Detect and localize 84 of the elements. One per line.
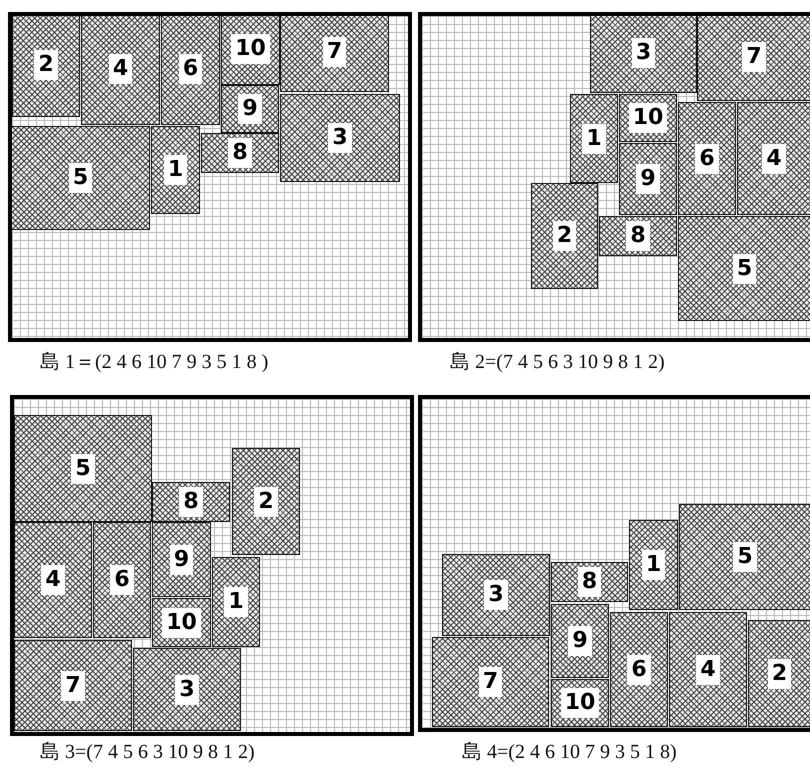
panel-caption: 島 4=(2 4 6 10 7 9 3 5 1 8): [462, 740, 677, 765]
block-number: 2: [768, 658, 792, 688]
hatched-block: [280, 94, 400, 182]
block-number: 6: [627, 654, 651, 684]
block-number: 1: [164, 155, 188, 185]
block-number: 5: [68, 163, 92, 193]
block-number: 10: [560, 688, 600, 718]
hatched-block: [12, 16, 80, 117]
block-number: 10: [628, 103, 668, 133]
block-number: 1: [642, 550, 666, 580]
block-number: 8: [626, 221, 650, 251]
hatched-block: [14, 640, 132, 731]
hatched-block: [432, 637, 549, 727]
block-number: 2: [34, 50, 58, 80]
hatched-block: [14, 415, 152, 522]
hatched-block: [280, 16, 389, 92]
block-number: 8: [228, 138, 252, 168]
hatched-block: [610, 612, 668, 727]
hatched-block: [570, 94, 618, 183]
block-number: 4: [108, 54, 132, 84]
block-number: 5: [733, 542, 757, 572]
hatched-block: [93, 522, 151, 638]
panel-caption: 島 2=(7 4 5 6 3 10 9 8 1 2): [450, 350, 665, 375]
hatched-block: [531, 183, 598, 289]
block-number: 10: [231, 34, 270, 64]
block-number: 3: [632, 38, 656, 68]
panel-caption: 島 3=(7 4 5 6 3 10 9 8 1 2): [40, 740, 255, 765]
block-number: 4: [762, 144, 786, 174]
hatched-block: [221, 85, 279, 133]
block-number: 9: [636, 164, 660, 194]
hatched-block: [161, 16, 220, 125]
block-number: 7: [322, 37, 346, 67]
hatched-block: [669, 612, 747, 727]
block-number: 8: [179, 487, 203, 517]
block-number: 7: [742, 42, 766, 72]
hatched-block: [619, 143, 677, 215]
block-number: 9: [238, 94, 262, 124]
hatched-block: [590, 16, 697, 93]
block-number: 10: [162, 608, 201, 638]
hatched-block: [737, 102, 810, 215]
hatched-block: [551, 562, 628, 602]
hatched-block: [629, 520, 678, 610]
block-number: 1: [224, 587, 248, 617]
hatched-block: [679, 504, 810, 610]
block-number: 3: [328, 123, 352, 153]
block-number: 6: [110, 565, 134, 595]
hatched-block: [133, 648, 241, 731]
block-number: 6: [178, 54, 202, 84]
hatched-block: [599, 216, 677, 256]
hatched-block: [212, 557, 260, 647]
block-number: 9: [170, 544, 194, 574]
hatched-block: [14, 522, 92, 638]
hatched-block: [152, 598, 211, 647]
hatched-block: [697, 16, 810, 101]
hatched-block: [619, 94, 677, 142]
hatched-block: [151, 126, 200, 214]
block-number: 1: [582, 124, 606, 154]
hatched-block: [551, 679, 609, 727]
block-number: 7: [478, 667, 502, 697]
block-number: 6: [695, 144, 719, 174]
hatched-block: [81, 16, 160, 125]
hatched-block: [201, 133, 279, 173]
block-number: 8: [578, 567, 602, 597]
hatched-block: [748, 620, 810, 727]
block-number: 5: [732, 254, 756, 284]
block-number: 4: [696, 654, 720, 684]
hatched-block: [678, 102, 736, 215]
hatched-block: [12, 126, 150, 230]
hatched-block: [442, 554, 550, 636]
block-number: 4: [41, 565, 65, 595]
hatched-block: [221, 16, 280, 85]
block-number: 3: [484, 580, 508, 610]
block-number: 2: [552, 221, 576, 251]
block-number: 2: [254, 486, 278, 516]
hatched-block: [232, 448, 300, 555]
hatched-block: [678, 216, 810, 321]
panel-caption: 島 1＝(2 4 6 10 7 9 3 5 1 8 ): [40, 350, 268, 375]
block-number: 7: [61, 670, 85, 700]
hatched-block: [152, 482, 230, 522]
hatched-block: [551, 604, 609, 678]
block-number: 5: [71, 454, 95, 484]
block-number: 9: [568, 626, 592, 656]
block-number: 3: [175, 674, 199, 704]
hatched-block: [152, 522, 211, 597]
